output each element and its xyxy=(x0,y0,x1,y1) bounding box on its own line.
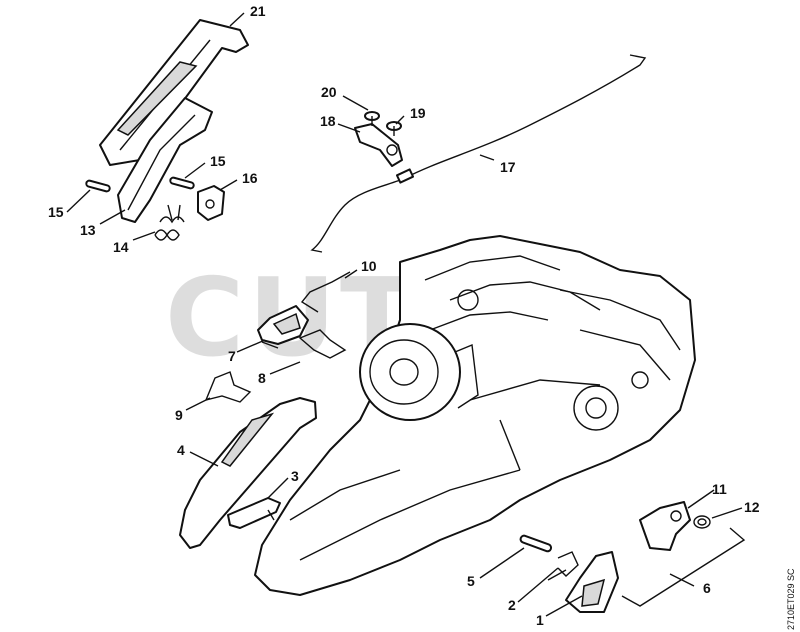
part-6-rod xyxy=(621,527,746,607)
part-16-bracket xyxy=(197,185,225,221)
part-5-pin xyxy=(519,534,553,553)
part-20-screw xyxy=(364,111,380,126)
part-11-lever-housing xyxy=(639,501,691,551)
callout-8: 8 xyxy=(258,370,266,386)
callout-17: 17 xyxy=(500,159,516,175)
part-2-spring xyxy=(547,551,579,581)
part-12-spring xyxy=(693,515,711,529)
engine-housing xyxy=(254,235,696,596)
callout-14: 14 xyxy=(113,239,129,255)
callout-9: 9 xyxy=(175,407,183,423)
part-7-lever xyxy=(257,305,309,349)
callout-13: 13 xyxy=(80,222,96,238)
part-1-trigger xyxy=(565,551,619,613)
part-10-rod xyxy=(300,271,351,313)
callout-3: 3 xyxy=(291,468,299,484)
callout-2: 2 xyxy=(508,597,516,613)
callout-6: 6 xyxy=(703,580,711,596)
callout-7: 7 xyxy=(228,348,236,364)
callout-10: 10 xyxy=(361,258,377,274)
part-15-pin-left xyxy=(85,179,111,193)
part-17-cable xyxy=(310,54,647,253)
callout-16: 16 xyxy=(242,170,258,186)
callout-19: 19 xyxy=(410,105,426,121)
leader-lines xyxy=(66,12,743,617)
callout-15-lower: 15 xyxy=(48,204,64,220)
starter-cover xyxy=(359,323,479,421)
part-18-lever xyxy=(354,123,403,167)
callout-15-upper: 15 xyxy=(210,153,226,169)
callout-18: 18 xyxy=(320,113,336,129)
part-13-handle xyxy=(117,97,213,223)
callout-12: 12 xyxy=(744,499,760,515)
callout-labels: 21 20 19 18 17 16 15 15 13 14 10 7 8 9 4… xyxy=(48,3,760,628)
part-14-spring xyxy=(154,204,185,241)
callout-11: 11 xyxy=(712,481,727,497)
part-21-handle-cover xyxy=(99,19,249,166)
callout-21: 21 xyxy=(250,3,266,19)
drawing-code: 2710ET029 SC xyxy=(786,568,796,630)
part-4-handle xyxy=(179,397,317,549)
callout-5: 5 xyxy=(467,573,475,589)
part-8-spring-clip xyxy=(298,329,347,359)
part-15-pin-right xyxy=(169,176,195,190)
part-19-screw xyxy=(386,121,402,136)
callout-20: 20 xyxy=(321,84,337,100)
callout-4: 4 xyxy=(177,442,185,458)
callout-1: 1 xyxy=(536,612,544,628)
